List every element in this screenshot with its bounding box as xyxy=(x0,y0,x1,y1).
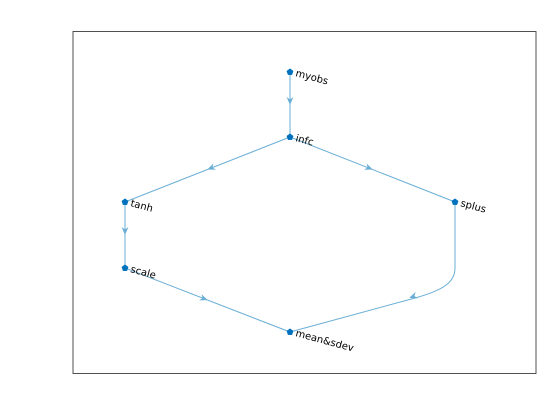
arrow-myobs-to-infc xyxy=(286,97,294,105)
node-tanh xyxy=(121,198,129,205)
edge-splus-to-meansdev xyxy=(289,202,456,333)
labels-layer: myobs infc tanh splus scale mean&sdev xyxy=(129,68,487,354)
node-scale xyxy=(121,264,129,271)
arrow-splus-to-meansdev xyxy=(409,291,418,299)
node-label-splus: splus xyxy=(459,198,487,215)
node-splus xyxy=(451,198,459,205)
node-label-tanh: tanh xyxy=(129,198,154,215)
arrow-scale-to-meansdev xyxy=(199,294,208,301)
nodes-layer xyxy=(121,68,459,335)
node-label-scale: scale xyxy=(129,264,157,281)
edge-infc-to-tanh xyxy=(124,136,291,203)
axes-box xyxy=(72,31,537,374)
edges-layer xyxy=(121,72,456,333)
arrow-infc-to-splus xyxy=(364,163,373,170)
edge-infc-to-splus xyxy=(289,136,456,203)
node-infc xyxy=(286,133,294,140)
arrow-infc-to-tanh xyxy=(207,163,216,170)
node-myobs xyxy=(286,68,294,75)
node-label-myobs: myobs xyxy=(294,68,329,87)
node-label-meansdev: mean&sdev xyxy=(294,328,355,354)
node-meansdev xyxy=(286,328,294,335)
arrow-tanh-to-scale xyxy=(121,227,129,235)
node-label-infc: infc xyxy=(294,133,314,148)
